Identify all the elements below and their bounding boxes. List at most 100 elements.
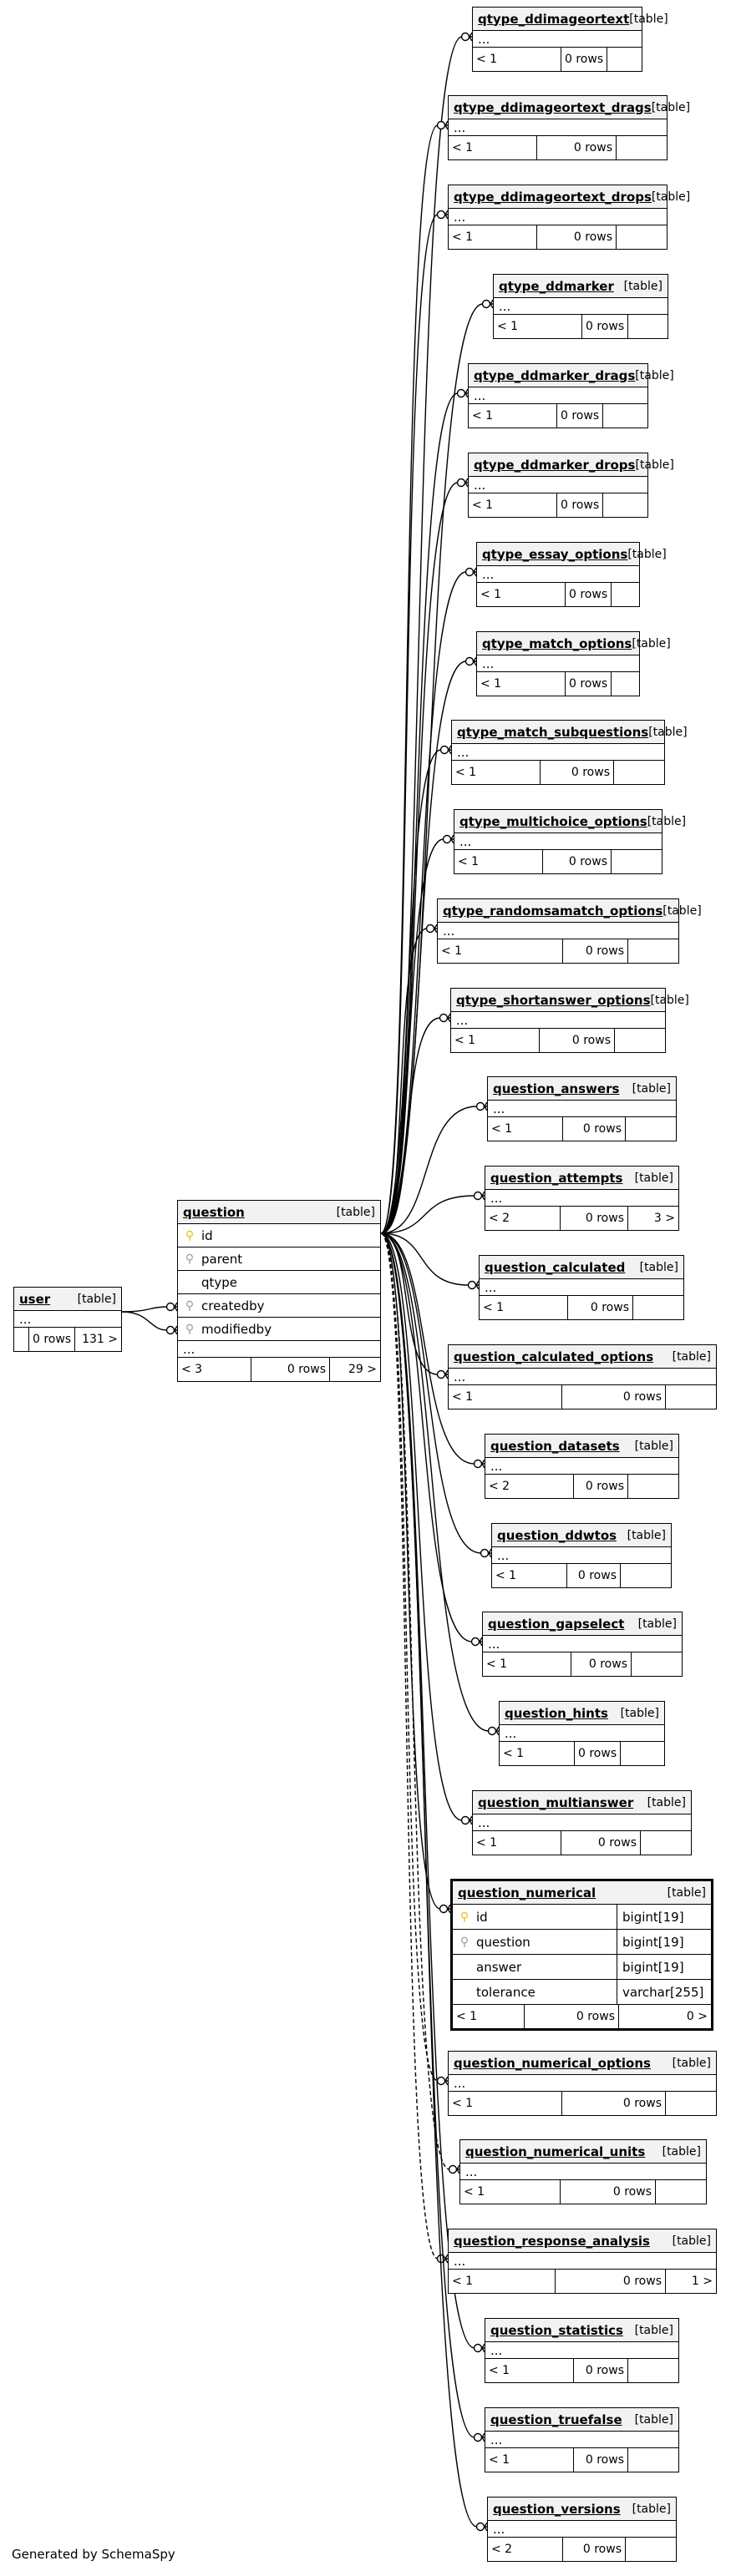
parents-count[interactable]: < 1 xyxy=(485,2448,574,2472)
table-name[interactable]: question xyxy=(183,1204,245,1220)
table-name[interactable]: question_multianswer xyxy=(478,1794,634,1810)
parents-count[interactable]: < 1 xyxy=(449,1385,562,1409)
children-count[interactable] xyxy=(612,850,662,873)
parents-count[interactable]: < 1 xyxy=(483,1652,571,1676)
children-count[interactable] xyxy=(656,2180,706,2204)
parents-count[interactable]: < 1 xyxy=(473,48,561,71)
parents-count[interactable]: < 1 xyxy=(494,315,582,338)
parents-count[interactable]: < 1 xyxy=(469,404,557,428)
table-name[interactable]: question_calculated xyxy=(485,1259,626,1275)
table-name[interactable]: question_numerical xyxy=(458,1885,596,1900)
parents-count[interactable]: < 1 xyxy=(473,1831,561,1855)
children-count[interactable] xyxy=(615,1029,665,1052)
parents-count[interactable]: < 1 xyxy=(438,939,563,963)
column-row[interactable]: ⚲id xyxy=(178,1224,380,1248)
table-name[interactable]: question_hints xyxy=(505,1705,608,1721)
table-name[interactable]: qtype_ddmarker_drags xyxy=(474,367,636,383)
parents-count[interactable]: < 1 xyxy=(480,1296,568,1319)
parents-count[interactable]: < 1 xyxy=(451,1029,540,1052)
parents-count[interactable]: < 1 xyxy=(500,1742,575,1765)
parents-count[interactable]: < 3 xyxy=(178,1358,251,1381)
children-count[interactable]: 0 > xyxy=(686,2010,708,2023)
table-name[interactable]: question_datasets xyxy=(490,1438,620,1454)
parents-count[interactable]: < 1 xyxy=(449,2092,562,2115)
table-name[interactable]: question_answers xyxy=(493,1081,620,1096)
parents-count[interactable]: < 1 xyxy=(488,1117,563,1141)
table-user[interactable]: user[table] ... 0 rows 131 > xyxy=(13,1287,122,1352)
parents-count[interactable]: < 2 xyxy=(485,1475,574,1498)
table-name[interactable]: question_gapselect xyxy=(488,1616,625,1632)
table-question-numerical-options[interactable]: question_numerical_options[table] ... < … xyxy=(448,2051,717,2116)
table-name[interactable]: question_truefalse xyxy=(490,2412,622,2427)
table-name[interactable]: qtype_ddmarker xyxy=(499,278,614,294)
table-name[interactable]: question_ddwtos xyxy=(497,1527,617,1543)
parents-count[interactable]: < 2 xyxy=(485,1207,561,1230)
table-name[interactable]: user xyxy=(19,1291,51,1307)
children-count[interactable] xyxy=(621,1742,664,1765)
table-question[interactable]: question[table] ⚲id ⚲parent qtype ⚲creat… xyxy=(177,1200,381,1382)
parents-count[interactable]: < 1 xyxy=(452,761,541,784)
children-count[interactable] xyxy=(666,1385,716,1409)
table-name[interactable]: qtype_shortanswer_options xyxy=(456,992,651,1008)
table-name[interactable]: question_numerical_options xyxy=(454,2055,651,2071)
children-count[interactable] xyxy=(666,2092,716,2115)
children-count[interactable] xyxy=(628,939,678,963)
column-row[interactable]: qtype xyxy=(178,1271,380,1294)
children-count[interactable] xyxy=(612,672,639,696)
children-count[interactable] xyxy=(628,315,668,338)
table-name[interactable]: qtype_essay_options xyxy=(482,546,628,562)
children-count[interactable] xyxy=(603,404,647,428)
children-count[interactable] xyxy=(626,1117,676,1141)
table-name[interactable]: question_numerical_units xyxy=(465,2143,646,2159)
parents-count[interactable]: < 1 xyxy=(460,2180,561,2204)
children-count[interactable] xyxy=(603,493,647,517)
table-name[interactable]: question_calculated_options xyxy=(454,1349,654,1364)
parents-count[interactable]: < 1 xyxy=(449,225,537,249)
column-row[interactable]: ⚲parent xyxy=(178,1248,380,1271)
table-qtype-shortanswer-options[interactable]: qtype_shortanswer_options[table] ... < 1… xyxy=(450,988,689,1053)
children-count[interactable] xyxy=(628,1475,678,1498)
table-name[interactable]: qtype_match_options xyxy=(482,635,632,651)
parents-count[interactable]: < 2 xyxy=(488,2538,563,2561)
table-qtype-multichoice-options[interactable]: qtype_multichoice_options[table] ... < 1… xyxy=(454,809,686,874)
parents-count[interactable]: < 1 xyxy=(469,493,557,517)
children-count[interactable] xyxy=(626,2538,676,2561)
table-question-response-analysis[interactable]: question_response_analysis[table] ... < … xyxy=(448,2229,717,2294)
children-count[interactable] xyxy=(632,1652,682,1676)
table-name[interactable]: qtype_multichoice_options xyxy=(459,813,647,829)
children-count[interactable] xyxy=(617,225,667,249)
children-count[interactable] xyxy=(617,136,667,159)
table-question-calculated-options[interactable]: question_calculated_options[table] ... <… xyxy=(448,1344,717,1409)
column-row[interactable]: ⚲createdby xyxy=(178,1294,380,1318)
table-name[interactable]: qtype_ddimageortext xyxy=(478,11,630,27)
parents-count[interactable]: < 1 xyxy=(477,672,566,696)
table-qtype-ddimageortext-drags[interactable]: qtype_ddimageortext_drags[table] ... < 1… xyxy=(448,95,690,160)
column-row[interactable]: ⚲modifiedby xyxy=(178,1318,380,1341)
parents-count[interactable]: < 1 xyxy=(453,2005,525,2028)
table-name[interactable]: qtype_match_subquestions xyxy=(457,724,649,740)
table-name[interactable]: qtype_ddimageortext_drags xyxy=(454,99,652,115)
table-qtype-ddimageortext-drops[interactable]: qtype_ddimageortext_drops[table] ... < 1… xyxy=(448,185,690,250)
